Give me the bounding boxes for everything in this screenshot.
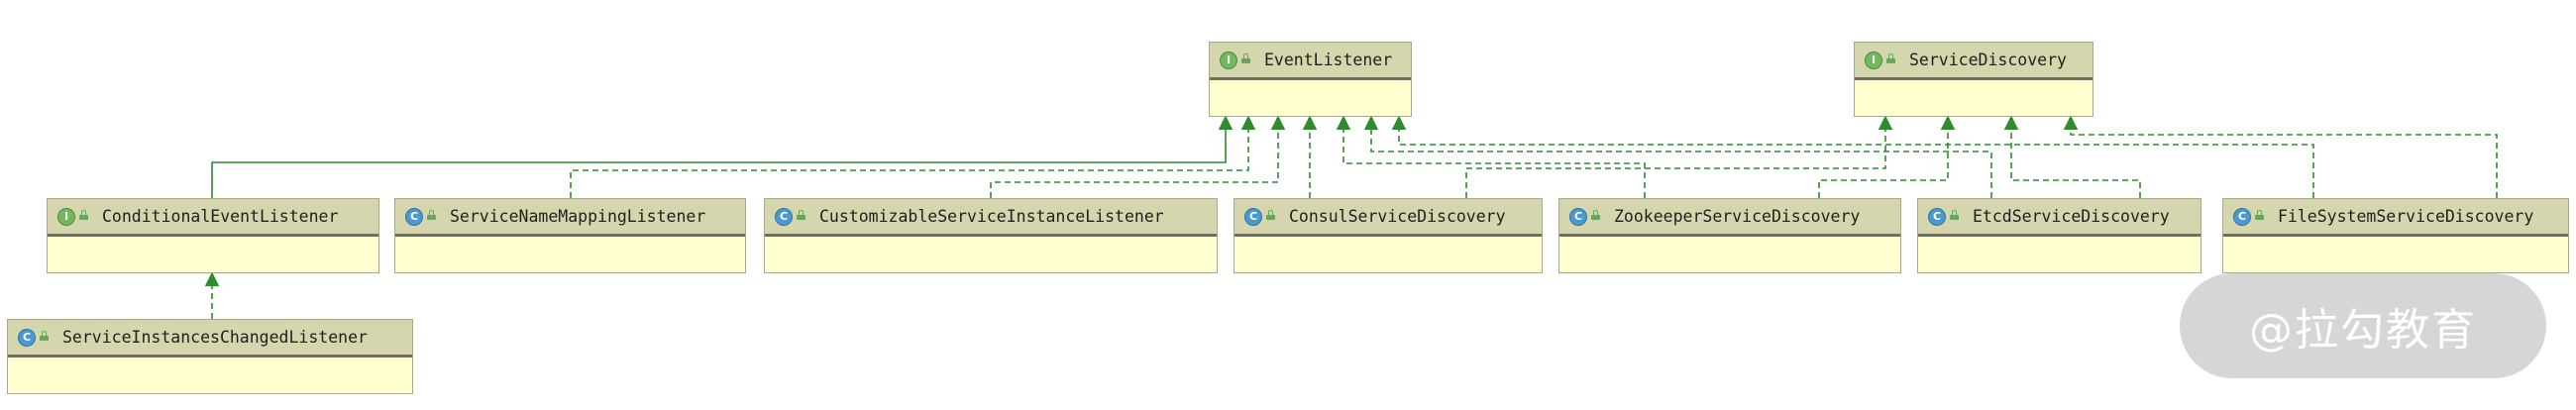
node-service-discovery[interactable]: I ServiceDiscovery [1854,42,2093,117]
edge-etcd-service-discovery-to-service-discovery [2003,115,2141,198]
edge-consul-service-discovery-to-service-discovery [1465,115,1893,198]
edge-service-name-mapping-listener-to-event-listener [570,115,1256,198]
public-lock-icon [1591,210,1600,220]
public-lock-icon [2255,210,2264,220]
node-header: C FileSystemServiceDiscovery [2223,199,2568,237]
node-label: CustomizableServiceInstanceListener [819,207,1164,226]
node-label: FileSystemServiceDiscovery [2278,207,2534,226]
class-icon: C [2233,207,2251,226]
interface-icon: I [57,207,75,226]
node-header: C ZookeeperServiceDiscovery [1559,199,1900,237]
class-icon: C [1569,207,1587,226]
class-icon: C [405,207,423,226]
node-file-system-service-discovery[interactable]: C FileSystemServiceDiscovery [2222,198,2569,273]
node-label: EtcdServiceDiscovery [1973,207,2170,226]
node-label: EventListener [1264,51,1393,69]
node-header: I EventListener [1210,43,1411,80]
node-header: I ServiceDiscovery [1855,43,2093,80]
node-header: C CustomizableServiceInstanceListener [765,199,1217,237]
edge-zookeeper-service-discovery-to-service-discovery [1818,115,1956,198]
public-lock-icon [1266,210,1275,220]
node-zookeeper-service-discovery[interactable]: C ZookeeperServiceDiscovery [1558,198,1901,273]
edge-zookeeper-service-discovery-to-event-listener [1336,115,1646,198]
public-lock-icon [1241,53,1250,63]
node-header: C ConsulServiceDiscovery [1234,199,1542,237]
node-label: ConsulServiceDiscovery [1289,207,1506,226]
node-customizable-service-instance-listener[interactable]: C CustomizableServiceInstanceListener [764,198,1218,273]
node-etcd-service-discovery[interactable]: C EtcdServiceDiscovery [1917,198,2201,273]
node-label: ServiceNameMappingListener [450,207,706,226]
node-label: ZookeeperServiceDiscovery [1614,207,1861,226]
node-header: I ConditionalEventListener [48,199,378,237]
public-lock-icon [1950,210,1959,220]
node-header: C ServiceNameMappingListener [395,199,745,237]
node-service-instances-changed-listener[interactable]: C ServiceInstancesChangedListener [7,319,413,394]
interface-icon: I [1220,51,1237,69]
public-lock-icon [40,331,49,341]
public-lock-icon [79,210,88,220]
node-conditional-event-listener[interactable]: I ConditionalEventListener [47,198,379,273]
class-icon: C [775,207,793,226]
edge-customizable-service-instance-listener-to-event-listener [990,115,1286,198]
public-lock-icon [427,210,436,220]
edge-file-system-service-discovery-to-event-listener [1391,115,2314,198]
node-event-listener[interactable]: I EventListener [1209,42,1412,117]
node-service-name-mapping-listener[interactable]: C ServiceNameMappingListener [394,198,746,273]
node-label: ServiceDiscovery [1909,51,2067,69]
node-label: ConditionalEventListener [102,207,339,226]
interface-icon: I [1865,51,1882,69]
watermark-badge: @拉勾教育 [2180,273,2546,378]
public-lock-icon [797,210,805,220]
class-icon: C [18,328,36,347]
node-header: C ServiceInstancesChangedListener [8,320,412,358]
node-consul-service-discovery[interactable]: C ConsulServiceDiscovery [1234,198,1543,273]
class-icon: C [1244,207,1262,226]
edge-etcd-service-discovery-to-event-listener [1363,115,1992,198]
public-lock-icon [1886,53,1895,63]
class-icon: C [1928,207,1946,226]
node-label: ServiceInstancesChangedListener [62,328,368,347]
edge-file-system-service-discovery-to-service-discovery [2063,115,2498,198]
node-header: C EtcdServiceDiscovery [1918,199,2200,237]
edge-conditional-event-listener-to-event-listener [211,115,1234,198]
